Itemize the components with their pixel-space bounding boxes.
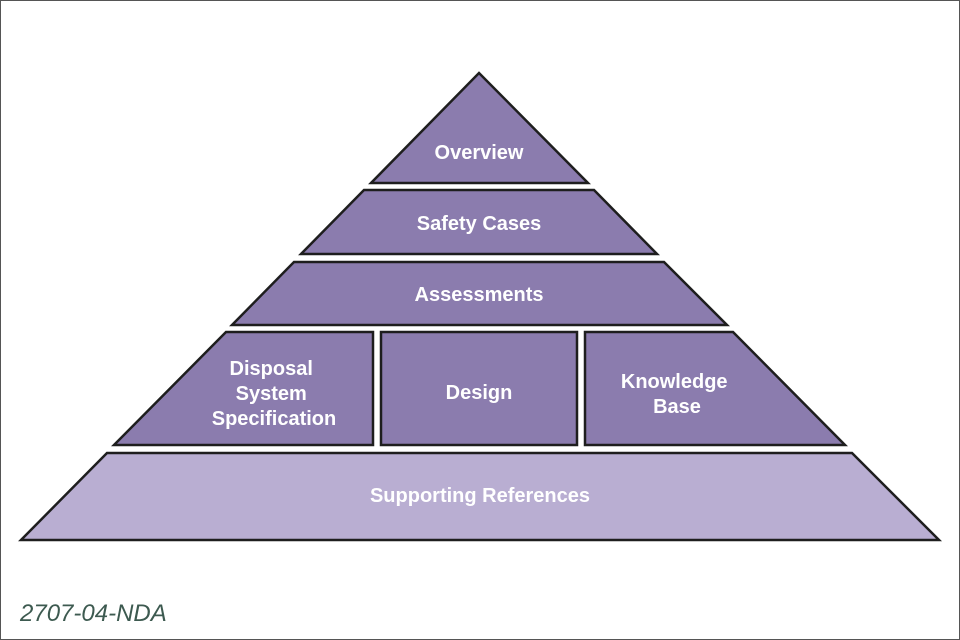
- tier-safety-cases: [298, 188, 660, 256]
- tier-supporting-references-label: Supporting References: [370, 485, 590, 507]
- tier-safety-cases-label: Safety Cases: [417, 213, 542, 235]
- block-knowledge-base: [583, 330, 848, 447]
- knowledge-label-line-2: Base: [653, 396, 701, 418]
- disposal-system-specification-label: Disposal System Specification: [212, 358, 336, 430]
- tier-supporting-references: [18, 451, 943, 542]
- tier-overview: [368, 71, 591, 185]
- block-design: [379, 330, 579, 447]
- knowledge-label-line-1: Knowledge: [621, 371, 728, 393]
- block-disposal-system-specification: [111, 330, 375, 447]
- disposal-label-line-1: Disposal: [230, 358, 313, 380]
- design-label: Design: [446, 382, 513, 404]
- document-reference: 2707-04-NDA: [20, 600, 167, 627]
- knowledge-base-label: Knowledge Base: [621, 371, 733, 418]
- disposal-label-line-2: System: [236, 383, 307, 405]
- tier-overview-label: Overview: [435, 142, 524, 164]
- tier-assessments: [229, 260, 731, 327]
- tier-assessments-label: Assessments: [415, 284, 544, 306]
- disposal-label-line-3: Specification: [212, 408, 336, 430]
